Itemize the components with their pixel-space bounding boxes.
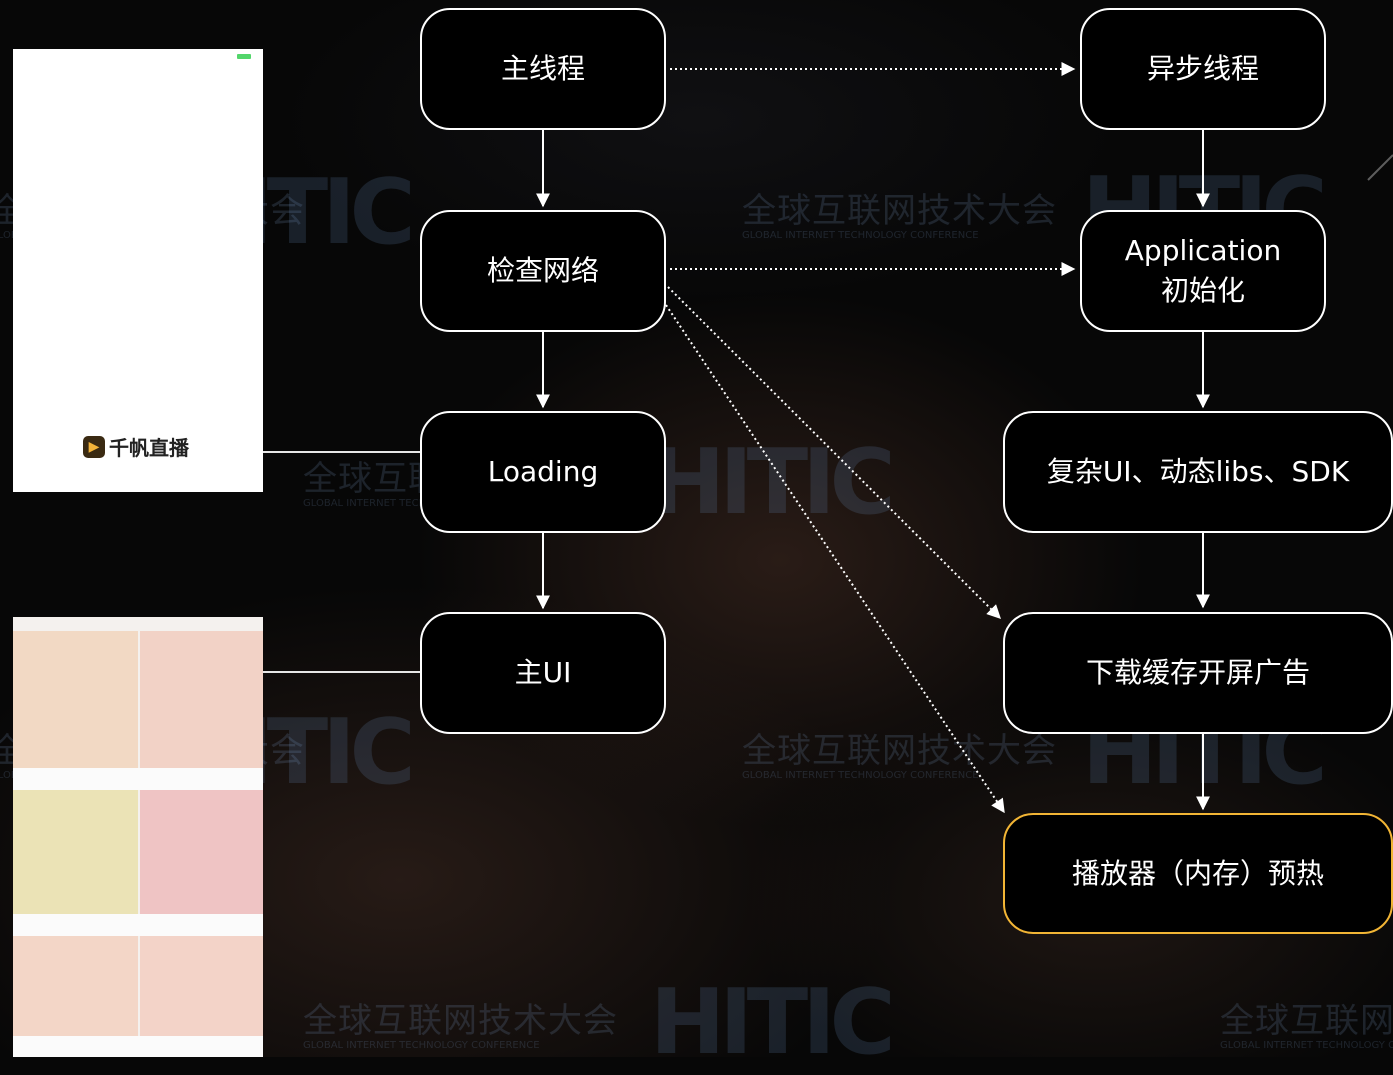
tile-caption-strip <box>13 768 263 790</box>
node-download-cache-ad: 下载缓存开屏广告 <box>1003 612 1393 734</box>
node-complex-ui-libs-sdk: 复杂UI、动态libs、SDK <box>1003 411 1393 533</box>
battery-icon <box>237 54 251 59</box>
tile <box>13 631 138 768</box>
tile <box>140 936 263 1036</box>
node-application-init: Application 初始化 <box>1080 210 1326 332</box>
node-player-preheat: 播放器（内存）预热 <box>1003 813 1393 934</box>
tile <box>140 790 263 914</box>
edge-check-to-player <box>665 304 1005 814</box>
node-main-ui: 主UI <box>420 612 666 734</box>
node-loading: Loading <box>420 411 666 533</box>
tile <box>13 936 138 1036</box>
status-bar <box>13 617 263 631</box>
tile <box>140 631 263 768</box>
tile-caption-strip <box>13 914 263 936</box>
splash-screenshot: ▶ 千帆直播 <box>13 49 263 492</box>
decorative-slash <box>1367 154 1393 181</box>
watermark-logo: HITIC <box>650 430 896 535</box>
main-ui-screenshot <box>13 617 263 1057</box>
node-check-network: 检查网络 <box>420 210 666 332</box>
tile-caption-strip <box>13 1036 263 1057</box>
splash-brand-name: 千帆直播 <box>109 436 189 460</box>
node-main-thread: 主线程 <box>420 8 666 130</box>
tile <box>13 790 138 914</box>
node-async-thread: 异步线程 <box>1080 8 1326 130</box>
play-logo-icon: ▶ <box>83 435 105 458</box>
edge-check-to-download <box>667 286 1001 619</box>
splash-brand: ▶ 千帆直播 <box>83 432 189 461</box>
